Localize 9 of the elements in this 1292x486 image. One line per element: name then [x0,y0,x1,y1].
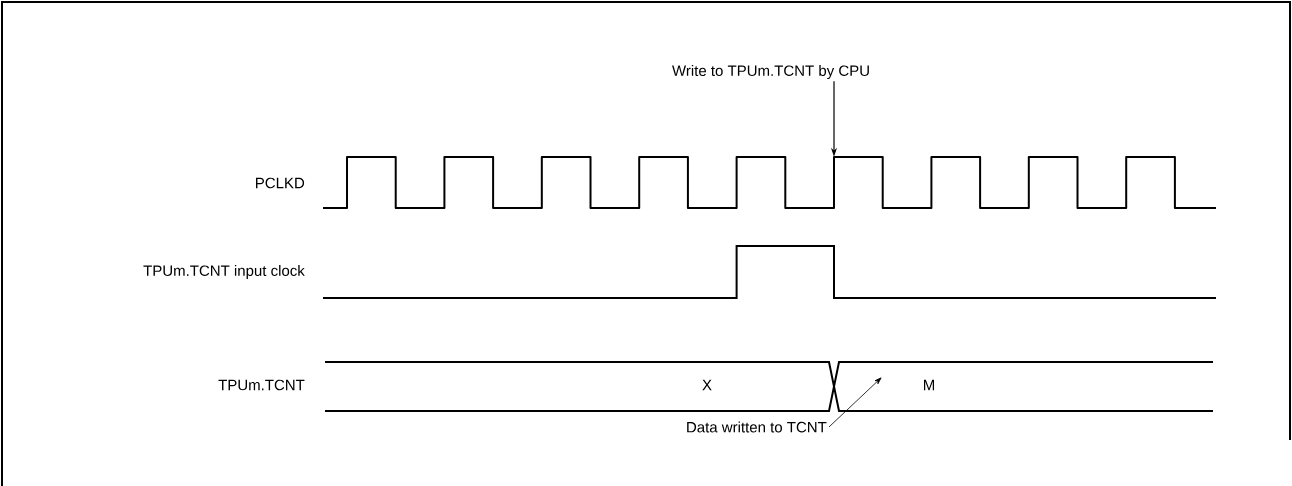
signal-name: TPUm.TCNT [218,379,305,391]
bus-value: M [924,379,934,391]
annotation-text: Write to TPUm.TCNT by CPU [672,65,869,79]
bus-value: X [702,379,712,391]
leader-line [828,377,882,428]
annotation-text: Data written to TCNT [687,421,827,433]
signal-name: PCLKD [256,177,305,189]
clock-waveform [322,156,1217,209]
signal-name: TPUm.TCNT input clock [143,265,305,279]
